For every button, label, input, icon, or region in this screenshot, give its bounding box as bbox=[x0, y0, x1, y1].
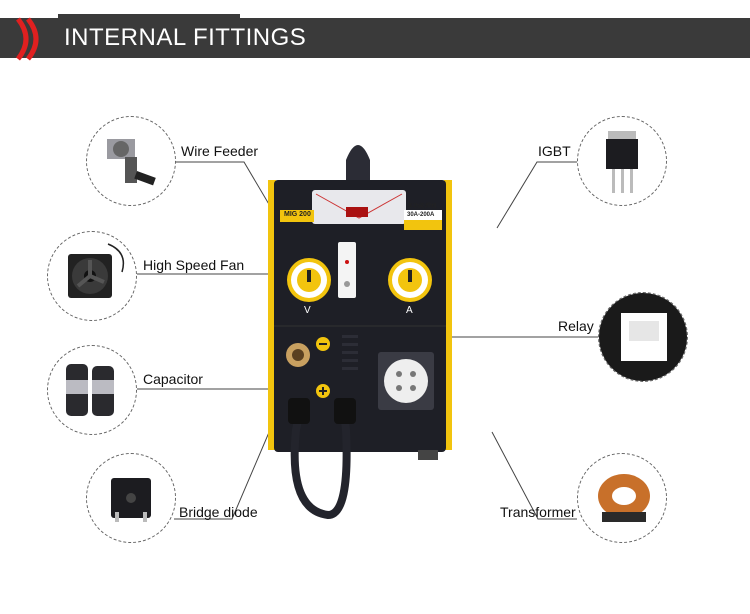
machine-range-label: 30A-200A bbox=[407, 212, 435, 218]
wire-feeder-circle bbox=[86, 116, 176, 206]
header-bar bbox=[0, 18, 750, 58]
fan-label: High Speed Fan bbox=[143, 257, 245, 273]
igbt-label: IGBT bbox=[538, 143, 571, 159]
bridge-diode-label: Bridge diode bbox=[179, 504, 258, 520]
capacitor-circle bbox=[47, 345, 137, 435]
chevron-right-icon bbox=[16, 17, 39, 61]
wire-feeder-label: Wire Feeder bbox=[181, 143, 259, 159]
current-knob-unit: A bbox=[406, 305, 413, 316]
bridge-diode-circle bbox=[86, 453, 176, 543]
relay-circle bbox=[598, 292, 688, 382]
welder-machine bbox=[268, 145, 452, 520]
igbt-circle bbox=[577, 116, 667, 206]
relay-label: Relay bbox=[558, 318, 594, 334]
page-title: INTERNAL FITTINGS bbox=[64, 24, 307, 51]
transformer-icon bbox=[598, 474, 650, 522]
voltage-knob-unit: V bbox=[304, 305, 311, 316]
bridge-diode-icon bbox=[111, 478, 151, 522]
fan-circle bbox=[47, 231, 137, 321]
transformer-label: Transformer bbox=[500, 504, 576, 520]
wire-feeder-icon bbox=[107, 139, 156, 186]
header-tab-accent bbox=[58, 14, 240, 19]
capacitor-icon bbox=[66, 364, 114, 416]
machine-chinese-label: 多功能焊机 bbox=[407, 204, 438, 210]
igbt-icon bbox=[606, 131, 638, 193]
capacitor-label: Capacitor bbox=[143, 371, 203, 387]
relay-icon bbox=[599, 293, 687, 381]
fan-icon bbox=[68, 243, 125, 298]
machine-model-label: MIG 200 bbox=[284, 211, 311, 218]
transformer-circle bbox=[577, 453, 667, 543]
